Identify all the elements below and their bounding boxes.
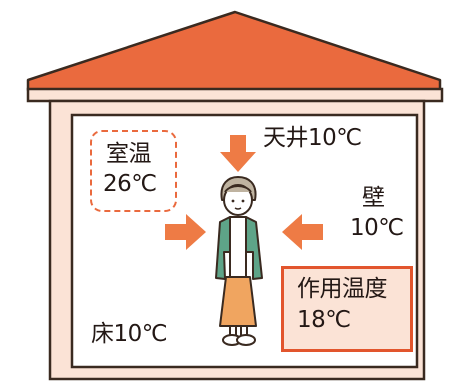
room-temp-value: 26℃ [103, 171, 157, 197]
arrow-down-icon [220, 135, 256, 172]
floor-temp-label: 床10℃ [91, 321, 168, 347]
operative-temp-title: 作用温度 [297, 276, 388, 302]
wall-temp-value: 10℃ [350, 215, 404, 241]
arrow-left-icon [282, 214, 323, 250]
roof [26, 10, 442, 92]
operative-temp-value: 18℃ [297, 307, 351, 333]
wall-temp-title: 壁 [362, 185, 385, 211]
ceiling-temp-label: 天井10℃ [263, 125, 362, 151]
person-icon [215, 176, 263, 346]
arrow-right-icon [165, 214, 206, 250]
room-temp-title: 室温 [106, 141, 152, 167]
operative-temp-box [281, 266, 413, 352]
eave [26, 87, 444, 103]
room-temp-box [90, 130, 177, 212]
